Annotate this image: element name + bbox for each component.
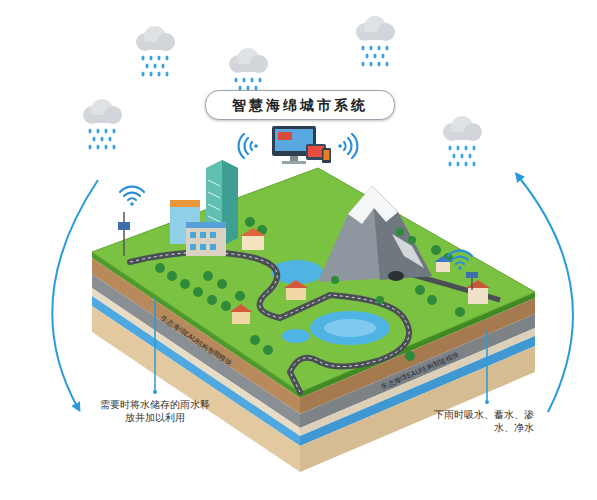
diagram-title: 智慧海绵城市系统 bbox=[232, 97, 368, 113]
title-pill: 智慧海绵城市系统 bbox=[205, 90, 395, 120]
absorb-note: 下雨时吸水、蓄水、渗水、净水 bbox=[428, 408, 534, 434]
release-note: 需要时将水储存的雨水释放并加以利用 bbox=[100, 398, 210, 424]
